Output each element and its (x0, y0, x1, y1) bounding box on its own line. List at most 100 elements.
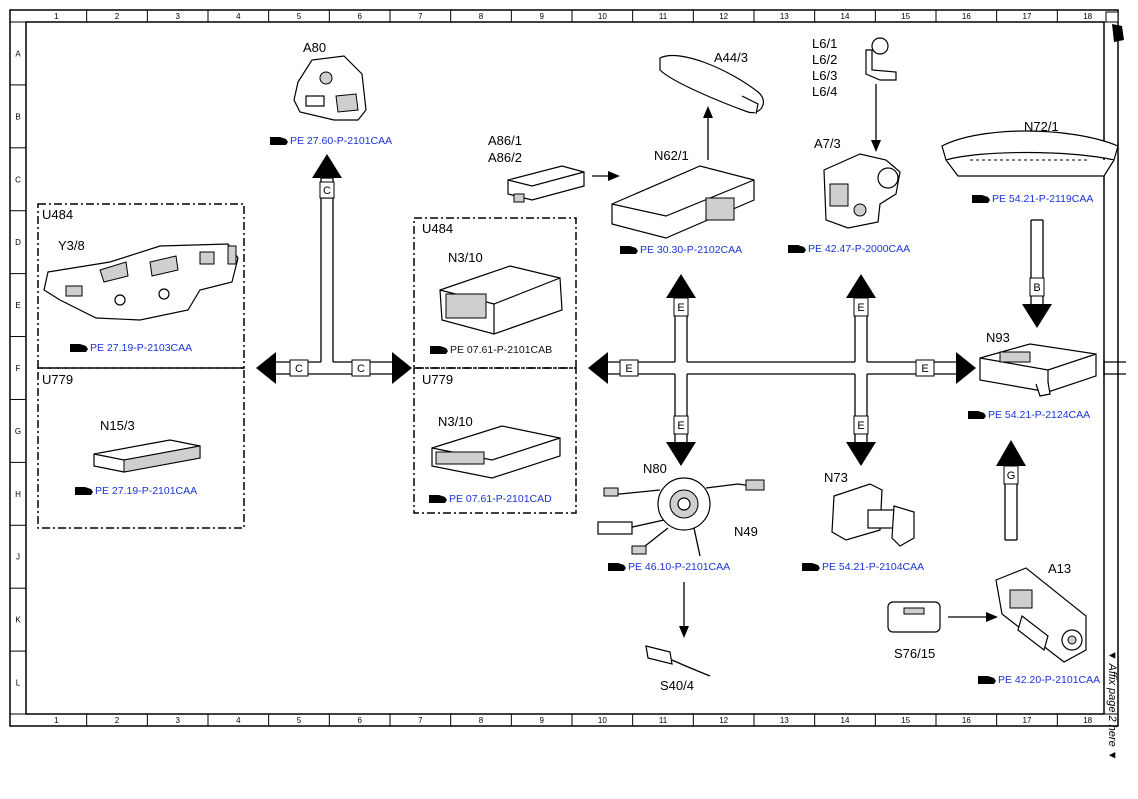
grid-column-label: 15 (901, 12, 910, 21)
n80-steering-switch-illustration (597, 477, 765, 557)
label-a7-3: A7/3 (814, 136, 841, 151)
grid-column-label: 18 (1083, 716, 1092, 725)
bus-e-label-4: E (921, 363, 928, 375)
grid-column-label: 5 (297, 12, 302, 21)
label-n49: N49 (734, 524, 758, 539)
bus-g-box (1003, 465, 1019, 485)
pointing-hand-icon (70, 344, 88, 352)
bus-c-label-box-right (351, 359, 371, 377)
a13-actuator-illustration (995, 567, 1087, 663)
reference-link-n93[interactable]: PE 54.21-P-2124CAA (988, 409, 1090, 421)
grid-column-label: 9 (539, 12, 544, 21)
grid-column-label: 10 (598, 12, 607, 21)
grid-column-label: 4 (236, 716, 241, 725)
bus-b-box (1029, 277, 1045, 297)
grid-column-label: 6 (357, 12, 362, 21)
pointing-hand-icon (968, 411, 986, 419)
grid-column-label: 8 (479, 12, 484, 21)
bus-c (256, 154, 412, 384)
grid-column-label: 3 (175, 716, 180, 725)
y3-8-valve-body-illustration (43, 243, 239, 321)
group-box-mid-u484 (413, 217, 577, 369)
grid-column-label: 3 (175, 12, 180, 21)
grid-row-label: K (15, 616, 21, 625)
grid-column-label: 17 (1023, 12, 1032, 21)
pointing-hand-icon (978, 676, 996, 684)
bus-e-box-3 (619, 359, 639, 377)
pointing-hand-icon (75, 487, 93, 495)
bus-e-label-3: E (625, 363, 632, 375)
bus-b-label: B (1033, 282, 1040, 294)
grid-column-label: 2 (115, 12, 120, 21)
label-a13: A13 (1048, 561, 1071, 576)
bus-c-label-top: C (323, 185, 331, 197)
grid-column-label: 1 (54, 12, 59, 21)
bus-e-box-2 (853, 297, 869, 317)
label-s40-4: S40/4 (660, 678, 694, 693)
grid-column-label: 10 (598, 716, 607, 725)
label-n72-1: N72/1 (1024, 119, 1059, 134)
bus-e-box-1 (673, 297, 689, 317)
label-a86-1: A86/1 (488, 133, 522, 148)
group-box-left-u779 (37, 367, 245, 529)
bus-e-box-5 (673, 415, 689, 435)
a44-3-sensor-illustration (659, 54, 764, 115)
reference-link-a13[interactable]: PE 42.20-P-2101CAA (998, 674, 1100, 686)
reference-link-y3-8[interactable]: PE 27.19-P-2103CAA (90, 342, 192, 354)
label-a44-3: A44/3 (714, 50, 748, 65)
n93-module-illustration (979, 343, 1097, 397)
group-label-mid-u779: U779 (422, 372, 453, 387)
grid-column-label: 15 (901, 716, 910, 725)
grid-column-label: 8 (479, 716, 484, 725)
label-l6-4: L6/4 (812, 84, 837, 99)
grid-column-label: 12 (719, 716, 728, 725)
grid-column-label: 1 (54, 716, 59, 725)
signal-arrows (592, 84, 998, 638)
grid-column-label: 16 (962, 12, 971, 21)
n73-ignition-switch-illustration (831, 483, 915, 547)
page-marker (1105, 11, 1119, 23)
pointing-hand-icon (270, 137, 288, 145)
grid-column-label: 9 (539, 716, 544, 725)
reference-link-n15-3[interactable]: PE 27.19-P-2101CAA (95, 485, 197, 497)
label-a80: A80 (303, 40, 326, 55)
bus-c-label-box-left (289, 359, 309, 377)
a7-3-unit-illustration (823, 153, 901, 229)
pointing-hand-icon (802, 563, 820, 571)
reference-link-n3-10-b[interactable]: PE 07.61-P-2101CAD (449, 493, 552, 505)
grid-column-label: 4 (236, 12, 241, 21)
grid-row-label: C (15, 175, 21, 184)
grid-column-label: 13 (780, 12, 789, 21)
label-n73: N73 (824, 470, 848, 485)
a80-actuator-illustration (293, 55, 367, 121)
reference-link-n72-1[interactable]: PE 54.21-P-2119CAA (992, 193, 1093, 205)
page-corner-icon (1112, 24, 1124, 42)
bus-e-label-5: E (677, 420, 684, 432)
reference-link-n73[interactable]: PE 54.21-P-2104CAA (822, 561, 924, 573)
reference-link-a80[interactable]: PE 27.60-P-2101CAA (290, 135, 392, 147)
n72-1-panel-illustration (941, 130, 1119, 177)
pointing-hand-icon (972, 195, 990, 203)
pointing-hand-icon (608, 563, 626, 571)
reference-link-n80[interactable]: PE 46.10-P-2101CAA (628, 561, 730, 573)
pointing-hand-icon (430, 346, 448, 354)
pointing-hand-icon (429, 495, 447, 503)
label-l6-3: L6/3 (812, 68, 837, 83)
group-label-left-u484: U484 (42, 207, 73, 222)
grid-row-label: E (15, 301, 20, 310)
label-s76-15: S76/15 (894, 646, 935, 661)
label-n93: N93 (986, 330, 1010, 345)
grid-row-label: F (16, 364, 21, 373)
grid-column-label: 12 (719, 12, 728, 21)
s40-4-switch-illustration (645, 645, 711, 677)
reference-link-n62-1[interactable]: PE 30.30-P-2102CAA (640, 244, 742, 256)
bus-c-label-box-top (319, 181, 335, 199)
label-n15-3: N15/3 (100, 418, 135, 433)
grid-column-label: 13 (780, 716, 789, 725)
grid-column-label: 14 (841, 716, 850, 725)
group-label-left-u779: U779 (42, 372, 73, 387)
reference-link-n3-10-a[interactable]: PE 07.61-P-2101CAB (450, 344, 552, 356)
label-n3-10-b: N3/10 (438, 414, 473, 429)
reference-link-a7-3[interactable]: PE 42.47-P-2000CAA (808, 243, 910, 255)
